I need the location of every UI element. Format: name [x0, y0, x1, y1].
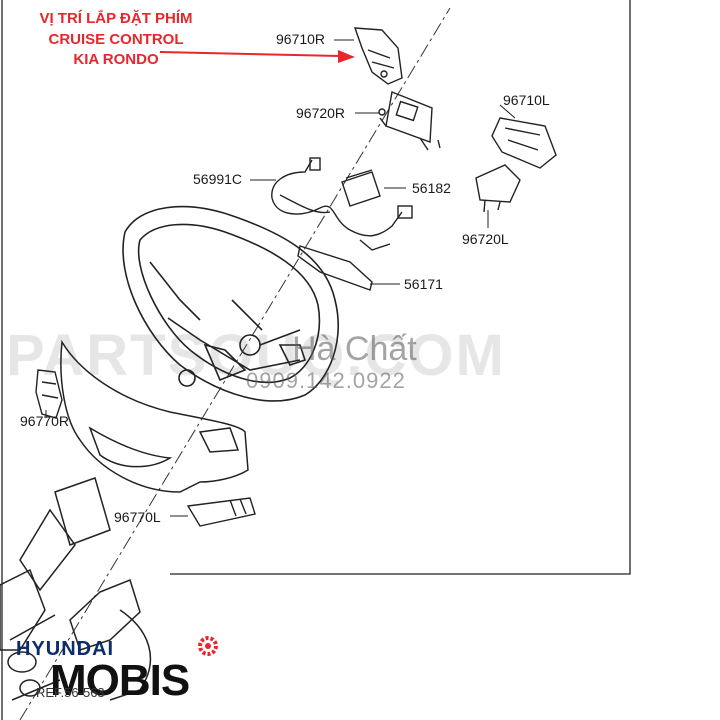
mobis-gear-icon [198, 636, 218, 656]
cover-56171 [297, 245, 373, 291]
part-label-96770l: 96770L [114, 509, 161, 525]
switch-96770r [35, 369, 63, 419]
switch-56182 [341, 169, 381, 207]
center-axis-line [19, 7, 451, 720]
mobis-logo-text: MOBIS [50, 656, 190, 705]
part-label-96720l: 96720L [462, 231, 509, 247]
lower-cover [60, 339, 249, 493]
annotation-line-2: CRUISE CONTROL [48, 31, 184, 48]
wire-56991c [271, 157, 413, 251]
switch-96710l [491, 117, 557, 169]
annotation-line-1: VỊ TRÍ LẮP ĐẶT PHÍM [39, 10, 193, 27]
diagram-frame [1, 0, 631, 720]
bracket-96720l [475, 164, 521, 213]
watermark-site: PARTSOUQ.COM [6, 323, 506, 388]
steering-column [0, 477, 152, 701]
annotation-line-3: KIA RONDO [73, 51, 159, 68]
part-label-56182: 56182 [412, 180, 451, 196]
part-label-96710r: 96710R [276, 31, 326, 47]
watermark-phone: 0909.142.0922 [246, 368, 406, 393]
annotation-arrow [159, 50, 355, 63]
hyundai-logo-text: HYUNDAI [16, 638, 115, 660]
switch-96770l [186, 497, 256, 527]
watermark-shop: Hà Chất [292, 330, 417, 368]
part-label-96720r: 96720R [296, 105, 346, 121]
reference-label: REF.56-563 [36, 685, 105, 700]
bracket-96720r [378, 91, 441, 151]
switch-96710r [353, 27, 403, 85]
part-label-96710l: 96710L [503, 92, 550, 108]
part-label-56991c: 56991C [193, 171, 243, 187]
leader-lines [45, 39, 516, 517]
steering-wheel [122, 205, 339, 402]
part-label-96770r: 96770R [20, 413, 70, 429]
part-label-56171: 56171 [404, 276, 443, 292]
